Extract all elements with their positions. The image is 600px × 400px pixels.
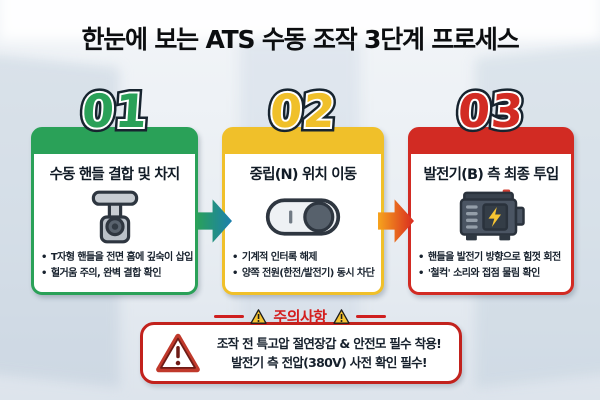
caution-sign-icon bbox=[250, 309, 268, 324]
warning-text: 조작 전 특고압 절연장갑 & 안전모 필수 착용! 발전기 측 전압(380V… bbox=[209, 334, 449, 373]
divider bbox=[214, 315, 245, 318]
step-1-title: 수동 핸들 결합 및 차지 bbox=[49, 167, 181, 183]
list-item: '철컥' 소리와 접점 물림 확인 bbox=[418, 266, 564, 282]
warning-line-1: 조작 전 특고압 절연장갑 & 안전모 필수 착용! bbox=[216, 335, 442, 351]
step-3-header-band bbox=[411, 130, 571, 154]
step-3-number: 03 03 03 bbox=[452, 80, 531, 143]
step-3-card: 발전기(B) 측 최종 투입 핸들을 발전기 방향으로 힘껏 회전 '철컥' 소… bbox=[408, 127, 574, 295]
warning-box: 조작 전 특고압 절연장갑 & 안전모 필수 착용! 발전기 측 전압(380V… bbox=[140, 322, 462, 384]
list-item: 헐거움 주의, 완벽 결합 확인 bbox=[41, 266, 188, 282]
t-handle-icon bbox=[34, 184, 195, 250]
step-1-header-band bbox=[34, 130, 195, 154]
caution-sign-icon bbox=[332, 309, 350, 324]
list-item: T자형 핸들을 전면 홈에 깊숙이 삽입 bbox=[41, 250, 194, 266]
warning-header-label: 주의사항 bbox=[273, 308, 327, 326]
toggle-switch-icon bbox=[225, 184, 381, 250]
step-3-bullet-list: 핸들을 발전기 방향으로 힘껏 회전 '철컥' 소리와 접점 물림 확인 bbox=[411, 250, 571, 282]
step-3-title: 발전기(B) 측 최종 투입 bbox=[423, 167, 560, 183]
page-title: 한눈에 보는 ATS 수동 조작 3단계 프로세스 bbox=[81, 25, 519, 54]
step-1-card: 수동 핸들 결합 및 차지 T자형 핸들을 전면 홈에 깊숙이 삽입 헐거움 주… bbox=[31, 127, 198, 295]
step-1-number: 01 01 01 bbox=[76, 80, 155, 143]
step-2-title: 중립(N) 위치 이동 bbox=[249, 167, 358, 183]
step-2-number: 02 02 02 bbox=[264, 80, 343, 143]
warning-line-2: 발전기 측 전압(380V) 사전 확인 필수! bbox=[231, 355, 428, 370]
step-2-bullet-list: 기계적 인터록 해제 양쪽 전원(한전/발전기) 동시 차단 bbox=[225, 250, 381, 282]
list-item: 핸들을 발전기 방향으로 힘껏 회전 bbox=[418, 250, 564, 266]
generator-icon bbox=[411, 184, 571, 250]
warning-header: 주의사항 bbox=[0, 306, 600, 327]
step-2-card: 중립(N) 위치 이동 기계적 인터록 해제 양쪽 전원(한전/발전기) 동시 … bbox=[222, 127, 384, 295]
step-2-header-band bbox=[225, 130, 381, 154]
list-item: 양쪽 전원(한전/발전기) 동시 차단 bbox=[232, 266, 375, 282]
divider bbox=[355, 315, 386, 318]
step-1-bullet-list: T자형 핸들을 전면 홈에 깊숙이 삽입 헐거움 주의, 완벽 결합 확인 bbox=[34, 250, 195, 282]
warning-triangle-icon bbox=[156, 333, 200, 373]
list-item: 기계적 인터록 해제 bbox=[232, 250, 374, 266]
